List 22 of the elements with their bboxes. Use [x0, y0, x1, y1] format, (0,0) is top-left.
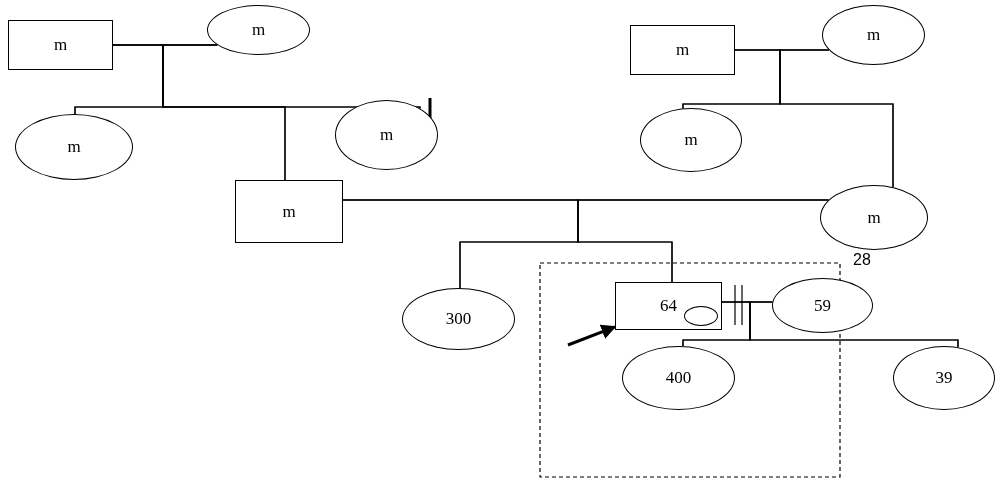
person-box [615, 282, 722, 330]
node-label: m [251, 20, 266, 40]
node-label: 300 [445, 309, 472, 329]
node-label: 59 [814, 295, 831, 316]
node-label: 39 [935, 368, 953, 388]
node-label: m [379, 125, 394, 145]
person-box [235, 180, 343, 243]
age-label: 28 [853, 251, 871, 269]
small-ellipse [684, 306, 718, 326]
node-label: m [675, 40, 690, 60]
arrow [567, 324, 617, 347]
node-label: m [867, 207, 881, 228]
person-box [630, 25, 735, 75]
node-label: m [53, 35, 68, 55]
node-label: m [67, 137, 81, 157]
node-label: m [866, 25, 881, 45]
person-box [8, 20, 113, 70]
node-label: m [282, 201, 296, 222]
node-label: m [684, 130, 698, 150]
node-label: 400 [665, 368, 692, 388]
relationship-line [577, 199, 830, 283]
node-label: 64 [660, 296, 677, 316]
